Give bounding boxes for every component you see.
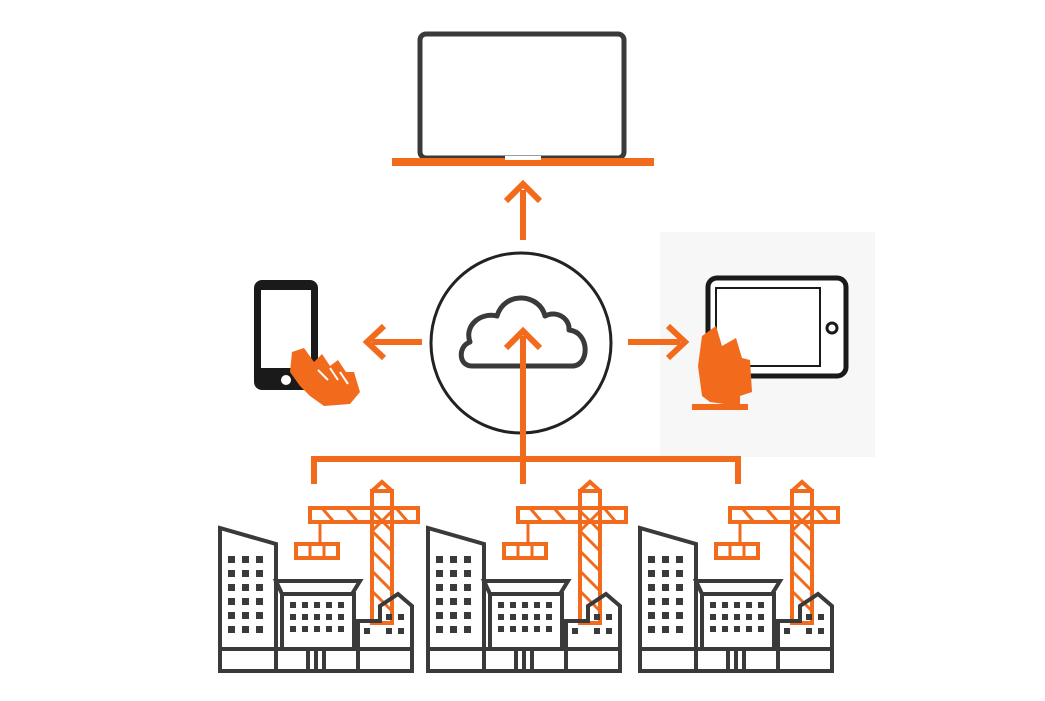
tablet-touch-icon <box>692 275 849 410</box>
laptop-icon <box>392 31 654 166</box>
arrow-to-tablet <box>628 323 690 361</box>
arrow-to-smartphone <box>362 323 422 361</box>
smartphone-touch-icon <box>254 280 360 406</box>
site-connector <box>311 326 741 484</box>
construction-site-2 <box>426 480 628 673</box>
construction-site-1 <box>218 480 420 673</box>
arrow-to-laptop <box>503 179 543 240</box>
cloud-icon <box>458 295 588 369</box>
construction-site-3 <box>638 480 840 673</box>
